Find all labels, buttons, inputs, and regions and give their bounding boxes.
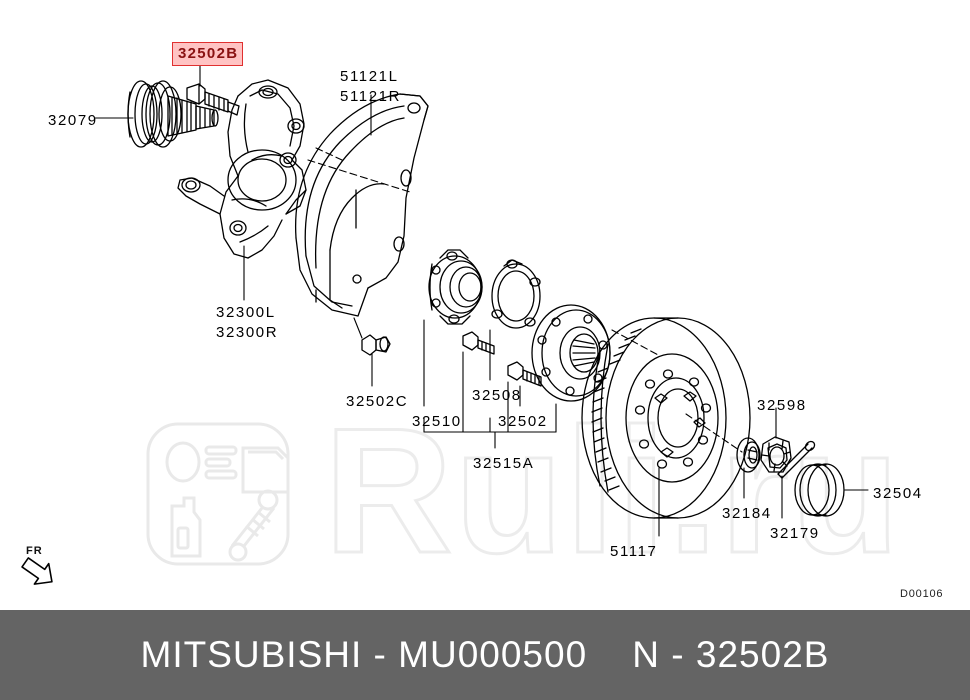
part-label-splash-shield-right[interactable]: 51121R bbox=[340, 88, 402, 105]
part-label-washer[interactable]: 32184 bbox=[722, 505, 772, 522]
part-drawing-32179 bbox=[777, 440, 816, 479]
part-label-hub-bolt[interactable]: 32502 bbox=[498, 413, 548, 430]
part-label-hub-assembly-group[interactable]: 32515A bbox=[473, 455, 535, 472]
fr-direction-arrow bbox=[21, 557, 53, 585]
part-label-knuckle-bolt[interactable]: 32502B bbox=[172, 42, 244, 66]
part-label-drive-shaft-boot[interactable]: 32079 bbox=[48, 112, 98, 129]
part-label-splash-shield-left[interactable]: 51121L bbox=[340, 68, 399, 85]
part-label-cotter-pin[interactable]: 32179 bbox=[770, 525, 820, 542]
part-drawing-32079 bbox=[127, 80, 219, 148]
part-drawing-32502B bbox=[186, 83, 240, 116]
part-label-bearing-retainer[interactable]: 32508 bbox=[472, 387, 522, 404]
banner-title-text: MITSUBISHI - MU000500 N - 32502B bbox=[140, 634, 830, 675]
part-label-steering-knuckle-right[interactable]: 32300R bbox=[216, 324, 279, 341]
diagram-code-label: D00106 bbox=[900, 588, 944, 600]
part-drawing-32504 bbox=[794, 463, 845, 517]
part-drawing-51117 bbox=[581, 317, 751, 519]
part-drawing-32515A bbox=[531, 304, 611, 402]
leader-lines bbox=[94, 65, 869, 537]
part-label-shield-bolt[interactable]: 32502C bbox=[346, 393, 409, 410]
diagram-area: Ruli.ru bbox=[21, 42, 944, 600]
part-drawing-32300 bbox=[177, 79, 307, 259]
part-drawing-51121 bbox=[294, 93, 429, 317]
part-drawing-hub-bolts bbox=[462, 331, 542, 387]
part-drawing-32508 bbox=[491, 259, 541, 329]
part-label-castle-nut[interactable]: 32598 bbox=[757, 397, 807, 414]
title-banner: MITSUBISHI - MU000500 N - 32502B bbox=[0, 610, 970, 700]
part-label-brake-disc[interactable]: 51117 bbox=[610, 543, 658, 560]
part-drawing-32598 bbox=[760, 436, 792, 473]
part-label-dust-cap[interactable]: 32504 bbox=[873, 485, 923, 502]
part-drawing-32502C bbox=[361, 334, 391, 356]
part-label-steering-knuckle-left[interactable]: 32300L bbox=[216, 304, 276, 321]
part-drawing-32184 bbox=[736, 437, 761, 473]
part-drawing-32510 bbox=[428, 249, 483, 325]
part-label-hub-bearing-housing[interactable]: 32510 bbox=[412, 413, 462, 430]
fr-orientation-label: FR bbox=[26, 545, 43, 557]
exploded-parts-drawing bbox=[21, 65, 869, 585]
